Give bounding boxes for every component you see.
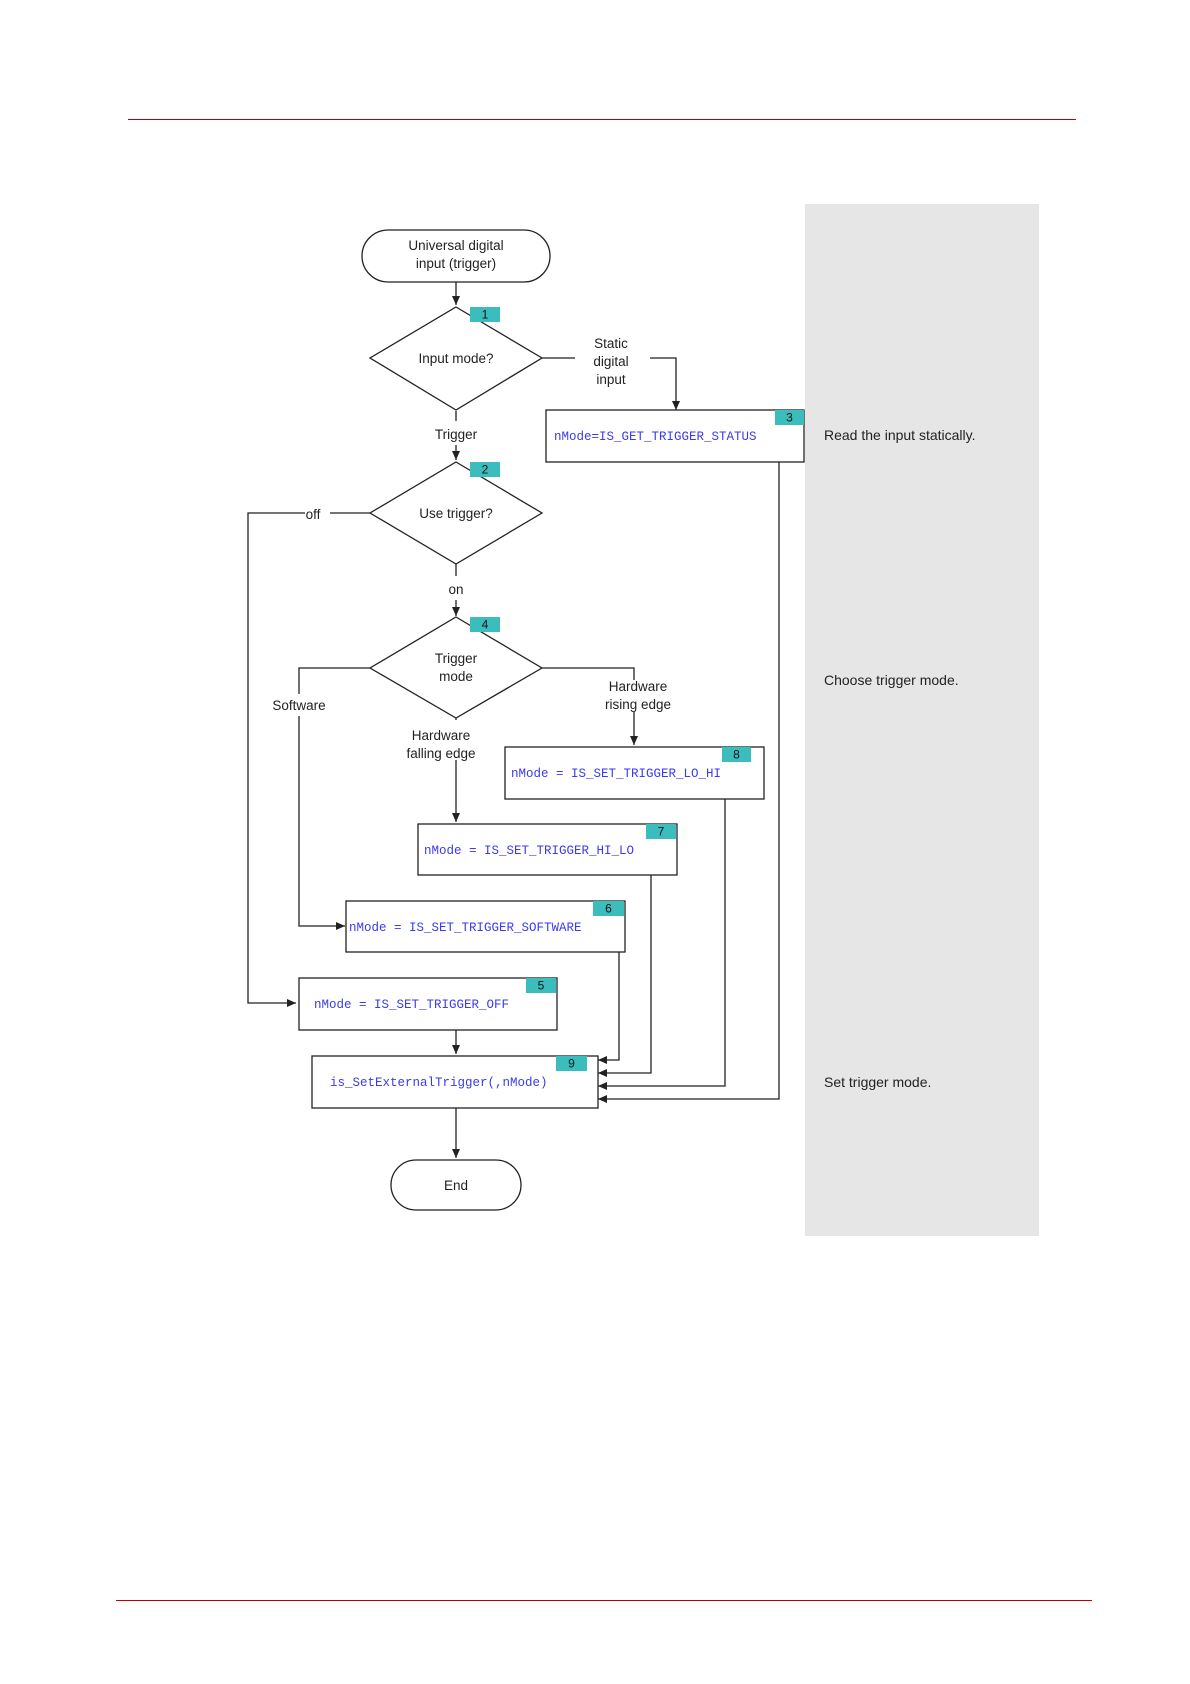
code-trigger-software: nMode = IS_SET_TRIGGER_SOFTWARE	[349, 921, 582, 935]
box-get-trigger-status: 3 nMode=IS_GET_TRIGGER_STATUS	[545, 409, 805, 463]
box-trigger-software: 6 nMode = IS_SET_TRIGGER_SOFTWARE	[345, 900, 626, 953]
step-badge-4	[470, 617, 500, 632]
edge-label-software: Software	[272, 698, 325, 713]
connectors	[247, 282, 780, 1158]
edge-label-on: on	[448, 582, 463, 597]
step-badge-6	[593, 901, 624, 916]
step-badge-7-label: 7	[658, 825, 665, 839]
step-badge-3	[775, 410, 804, 425]
box-set-external-trigger: 9 is_SetExternalTrigger(,nMode)	[311, 1055, 599, 1109]
edge-label-off: off	[306, 507, 321, 522]
step-badge-3-label: 3	[786, 411, 793, 425]
edge-label-hw-rising-1: Hardware	[609, 679, 668, 694]
code-get-trigger-status: nMode=IS_GET_TRIGGER_STATUS	[554, 430, 757, 444]
decision-trigger-mode-label-1: Trigger	[435, 651, 478, 666]
box-trigger-lo-hi: 8 nMode = IS_SET_TRIGGER_LO_HI	[504, 746, 765, 800]
footer-rule	[116, 1600, 1092, 1601]
end-label: End	[444, 1178, 468, 1193]
step-badge-4-label: 4	[482, 618, 489, 632]
step-badge-7	[646, 824, 676, 839]
start-label-line-1: Universal digital	[408, 238, 503, 253]
code-trigger-off: nMode = IS_SET_TRIGGER_OFF	[314, 998, 509, 1012]
edge-label-static-1: Static	[594, 336, 628, 351]
step-badge-1	[470, 307, 500, 322]
box-trigger-hi-lo: 7 nMode = IS_SET_TRIGGER_HI_LO	[417, 823, 678, 876]
code-set-external-trigger: is_SetExternalTrigger(,nMode)	[330, 1076, 548, 1090]
code-trigger-hi-lo: nMode = IS_SET_TRIGGER_HI_LO	[424, 844, 634, 858]
edge-label-hw-falling-1: Hardware	[412, 728, 471, 743]
step-badge-8-label: 8	[733, 748, 740, 762]
step-badge-9	[556, 1056, 587, 1071]
edge-label-static-2: digital	[593, 354, 628, 369]
end-terminal: End	[390, 1159, 522, 1211]
edge-label-trigger: Trigger	[435, 427, 478, 442]
notes-panel	[805, 204, 1039, 1236]
decision-input-mode-label: Input mode?	[418, 351, 493, 366]
edge-label-static-3: input	[596, 372, 626, 387]
box-trigger-off: 5 nMode = IS_SET_TRIGGER_OFF	[298, 977, 558, 1031]
decision-trigger-mode: 4 Trigger mode	[368, 616, 544, 719]
step-badge-6-label: 6	[605, 902, 612, 916]
edge-label-hw-rising-2: rising edge	[605, 697, 671, 712]
step-badge-2	[470, 462, 500, 477]
step-badge-9-label: 9	[568, 1057, 575, 1071]
code-trigger-lo-hi: nMode = IS_SET_TRIGGER_LO_HI	[511, 767, 721, 781]
step-badge-5	[526, 978, 556, 993]
header-rule	[128, 119, 1076, 120]
start-terminal: Universal digital input (trigger)	[361, 229, 551, 283]
note-read-input: Read the input statically.	[824, 427, 976, 443]
note-set-mode: Set trigger mode.	[824, 1074, 931, 1090]
step-badge-5-label: 5	[538, 979, 545, 993]
step-badge-8	[722, 747, 751, 762]
step-badge-1-label: 1	[482, 308, 489, 322]
note-choose-mode: Choose trigger mode.	[824, 672, 959, 688]
decision-use-trigger-label: Use trigger?	[419, 506, 493, 521]
edge-label-hw-falling-2: falling edge	[406, 746, 475, 761]
decision-trigger-mode-label-2: mode	[439, 669, 473, 684]
step-badge-2-label: 2	[482, 463, 489, 477]
decision-input-mode: 1 Input mode?	[368, 306, 544, 411]
start-label-line-2: input (trigger)	[416, 256, 496, 271]
decision-use-trigger: 2 Use trigger?	[368, 461, 544, 565]
